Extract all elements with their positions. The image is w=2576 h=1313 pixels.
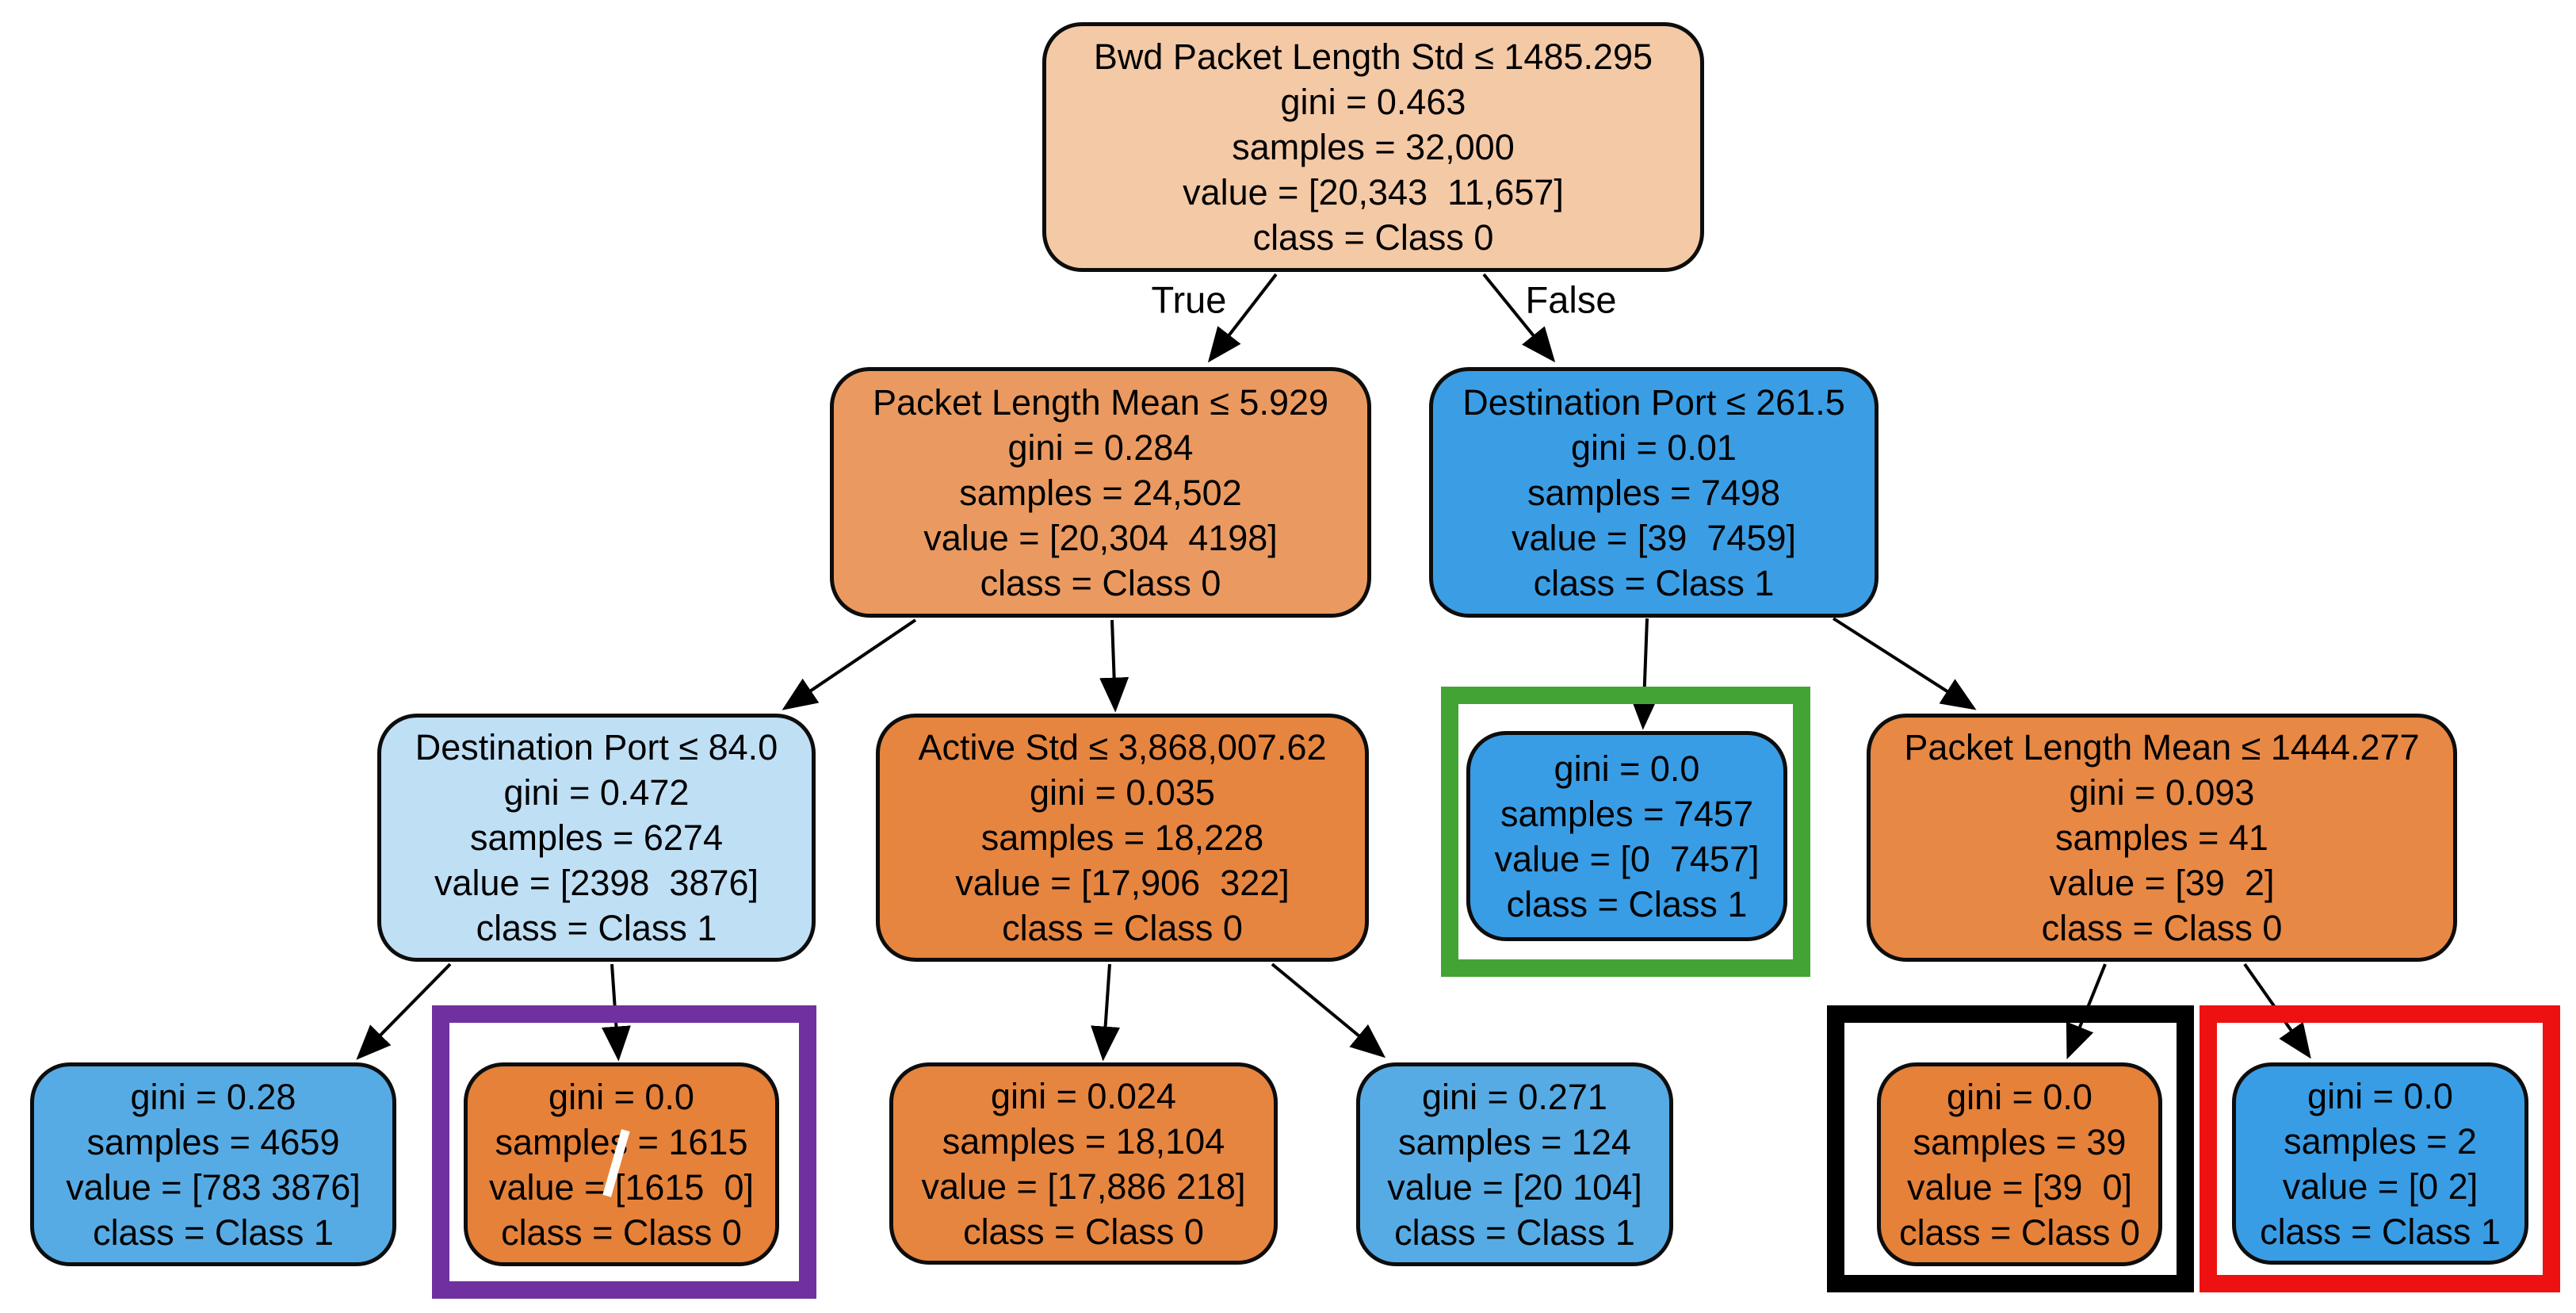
node-value: value = [17,906 322] (955, 863, 1290, 903)
node-samples: samples = 124 (1398, 1121, 1631, 1162)
leaf-purple-boxed: gini = 0.0 samples = 1615 value = [1615 … (464, 1062, 779, 1266)
node-samples: samples = 18,104 (942, 1120, 1225, 1162)
edge-label-true: True (1151, 278, 1227, 321)
node-value: value = [783 3876] (66, 1166, 361, 1208)
edge-l2right-child1 (1629, 618, 1659, 730)
node-value: value = [2398 3876] (434, 863, 759, 903)
node-value: value = [20,304 4198] (923, 517, 1278, 558)
node-gini: gini = 0.284 (1007, 427, 1194, 468)
node-class: class = Class 1 (1506, 883, 1748, 924)
node-gini: gini = 0.271 (1422, 1076, 1607, 1117)
node-class: class = Class 0 (980, 562, 1221, 603)
node-value: value = [39 7459] (1511, 517, 1797, 558)
node-value: value = [0 2] (2282, 1166, 2479, 1207)
node-samples: samples = 2 (2284, 1120, 2477, 1162)
node-gini: gini = 0.024 (991, 1075, 1176, 1116)
node-class: class = Class 0 (1252, 217, 1494, 258)
node-value: value = [1615 0] (488, 1166, 754, 1208)
node-value: value = [20,343 11,657] (1183, 172, 1564, 212)
node-class: class = Class 0 (501, 1212, 742, 1253)
red-highlight-box (2200, 1005, 2560, 1292)
node-gini: gini = 0.01 (1571, 427, 1737, 468)
node-condition: Packet Length Mean ≤ 5.929 (872, 381, 1329, 423)
node-samples: samples = 7498 (1527, 472, 1780, 513)
edge-label-false: False (1525, 278, 1617, 321)
node-class: class = Class 1 (1394, 1212, 1635, 1253)
node-condition: Packet Length Mean ≤ 1444.277 (1904, 727, 2420, 768)
node-class: class = Class 1 (93, 1212, 334, 1253)
node-samples: samples = 7457 (1500, 793, 1753, 834)
node-value: value = [39 0] (1907, 1166, 2132, 1208)
node-gini: gini = 0.0 (548, 1076, 694, 1117)
node-active-std: Active Std ≤ 3,868,007.62 gini = 0.035 s… (876, 714, 1369, 962)
node-destination-port-84: Destination Port ≤ 84.0 gini = 0.472 sam… (377, 714, 816, 962)
edge-l2left-child1 (782, 618, 917, 710)
node-samples: samples = 4659 (86, 1121, 340, 1162)
node-value: value = [0 7457] (1494, 838, 1760, 879)
node-samples: samples = 39 (1913, 1121, 2127, 1162)
node-gini: gini = 0.472 (503, 772, 690, 813)
node-samples: samples = 32,000 (1232, 127, 1515, 167)
node-condition: Destination Port ≤ 84.0 (415, 727, 778, 768)
node-value: value = [39 2] (2049, 863, 2275, 903)
leaf-black-boxed: gini = 0.0 samples = 39 value = [39 0] c… (1877, 1062, 2162, 1266)
node-gini: gini = 0.28 (130, 1076, 296, 1117)
edge-dest84-child1 (356, 963, 452, 1060)
edge-active-child1 (1091, 963, 1121, 1062)
edge-l2right-child2 (1832, 617, 1977, 710)
edge-root-true (1207, 273, 1278, 363)
node-class: class = Class 0 (1899, 1212, 2140, 1253)
node-gini: gini = 0.0 (2307, 1075, 2453, 1116)
black-highlight-box (1827, 1005, 2194, 1292)
node-gini: gini = 0.463 (1280, 82, 1466, 122)
node-gini: gini = 0.0 (1947, 1076, 2093, 1117)
node-gini: gini = 0.093 (2069, 772, 2255, 813)
node-value: value = [20 104] (1387, 1166, 1642, 1208)
node-class: class = Class 0 (963, 1211, 1204, 1252)
node-samples: samples = 18,228 (980, 817, 1264, 858)
edge-root-false (1482, 273, 1556, 363)
node-class: class = Class 1 (476, 908, 717, 948)
node-gini: gini = 0.035 (1030, 772, 1215, 813)
node-packet-length-mean-1444: Packet Length Mean ≤ 1444.277 gini = 0.0… (1867, 714, 2457, 962)
node-condition: Active Std ≤ 3,868,007.62 (918, 727, 1327, 768)
leaf-gini-0024: gini = 0.024 samples = 18,104 value = [1… (889, 1062, 1278, 1265)
edge-active-child2 (1271, 963, 1386, 1058)
leaf-gini-0271: gini = 0.271 samples = 124 value = [20 1… (1356, 1062, 1673, 1266)
node-class: class = Class 1 (2260, 1211, 2501, 1252)
node-class: class = Class 0 (2041, 908, 2283, 948)
node-packet-length-mean-5929: Packet Length Mean ≤ 5.929 gini = 0.284 … (830, 367, 1371, 618)
node-gini: gini = 0.0 (1554, 748, 1700, 789)
leaf-green-boxed: gini = 0.0 samples = 7457 value = [0 745… (1466, 731, 1787, 941)
node-samples: samples = 6274 (470, 817, 723, 858)
node-class: class = Class 0 (1002, 908, 1243, 948)
leaf-red-boxed: gini = 0.0 samples = 2 value = [0 2] cla… (2232, 1062, 2528, 1265)
purple-highlight-box (432, 1005, 816, 1299)
node-class: class = Class 1 (1533, 562, 1775, 603)
node-destination-port-2615: Destination Port ≤ 261.5 gini = 0.01 sam… (1429, 367, 1878, 618)
leaf-gini-028: gini = 0.28 samples = 4659 value = [783 … (30, 1062, 396, 1266)
edge-l2left-child2 (1099, 619, 1129, 713)
node-value: value = [17,886 218] (921, 1166, 1246, 1207)
node-samples: samples = 41 (2055, 817, 2268, 858)
node-root: Bwd Packet Length Std ≤ 1485.295 gini = … (1042, 22, 1704, 272)
node-samples: samples = 24,502 (959, 472, 1242, 513)
node-samples: samples = 1615 (495, 1121, 748, 1162)
node-condition: Bwd Packet Length Std ≤ 1485.295 (1093, 36, 1653, 77)
green-highlight-box (1441, 687, 1810, 977)
node-condition: Destination Port ≤ 261.5 (1462, 381, 1845, 423)
